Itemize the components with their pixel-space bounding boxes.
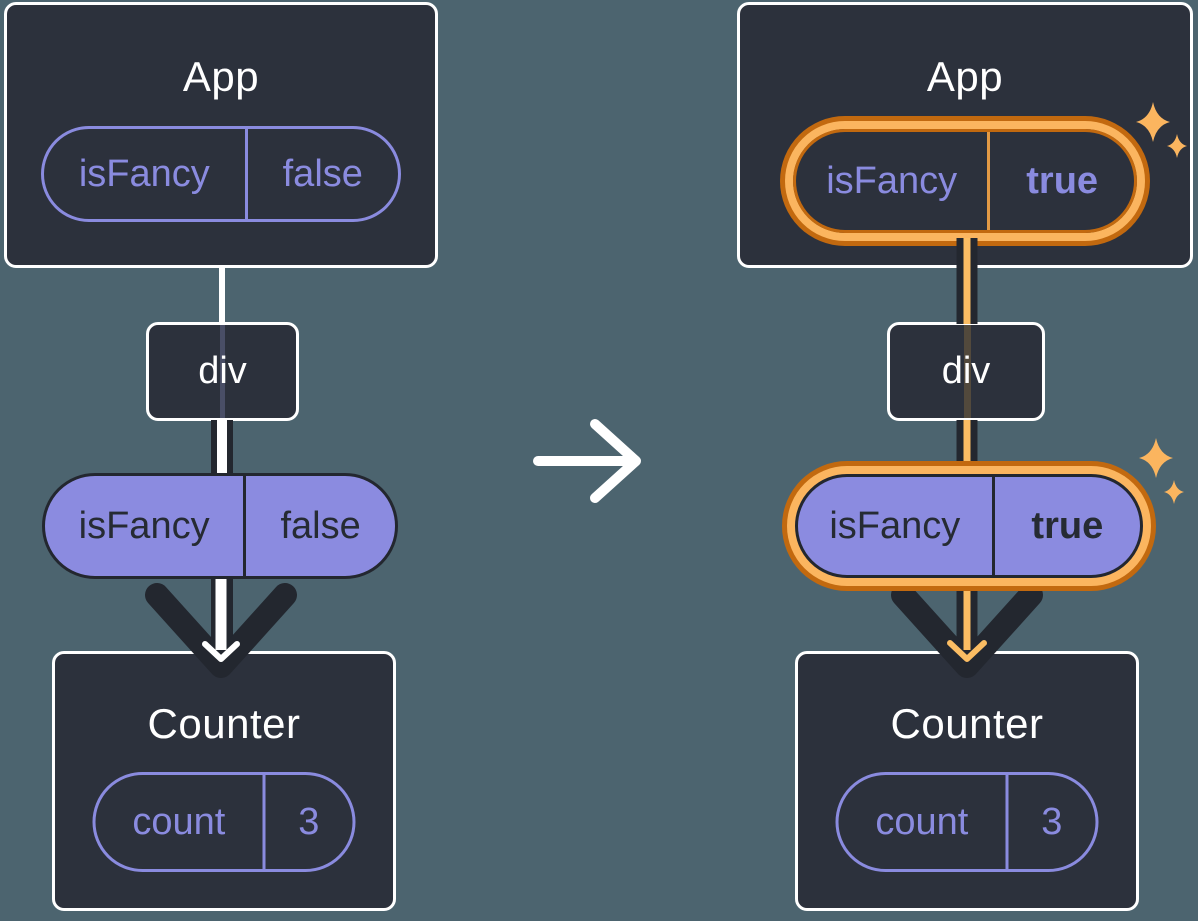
state-value: 3 bbox=[1041, 800, 1063, 843]
arrow-right-icon bbox=[533, 419, 641, 503]
prop-name: isFancy bbox=[45, 476, 247, 576]
component-title: Counter bbox=[890, 700, 1044, 747]
prop-value: true bbox=[1026, 159, 1099, 202]
prop-value: true bbox=[1031, 504, 1104, 547]
state-pill: count 3 bbox=[92, 772, 356, 872]
prop-line-through-div bbox=[220, 325, 225, 418]
prop-value: false bbox=[280, 504, 361, 547]
passed-prop-pill-highlighted: isFancy true bbox=[795, 474, 1143, 578]
passed-prop-pill: isFancy false bbox=[42, 473, 398, 579]
component-title: App bbox=[182, 53, 260, 100]
counter-component-box: Counter count 3 bbox=[795, 651, 1139, 911]
component-title: App bbox=[926, 53, 1004, 100]
prop-name: isFancy bbox=[796, 132, 991, 230]
app-component-box: App isFancy false bbox=[4, 2, 438, 268]
element-label: div bbox=[941, 350, 991, 392]
counter-component-box: Counter count 3 bbox=[52, 651, 396, 911]
state-value: 3 bbox=[298, 800, 320, 843]
state-name: count bbox=[839, 775, 1009, 869]
div-element-box: div bbox=[887, 322, 1045, 421]
div-element-box: div bbox=[146, 322, 299, 421]
after-connectors bbox=[891, 238, 1043, 678]
app-component-box: App isFancy true bbox=[737, 2, 1193, 268]
state-pill: count 3 bbox=[835, 772, 1099, 872]
prop-value: false bbox=[282, 152, 363, 195]
state-name: count bbox=[96, 775, 266, 869]
prop-name: isFancy bbox=[798, 477, 995, 575]
prop-pill-highlighted: isFancy true bbox=[793, 129, 1137, 233]
prop-pill: isFancy false bbox=[41, 126, 401, 222]
component-title: Counter bbox=[147, 700, 301, 747]
prop-line-through-div bbox=[964, 325, 971, 418]
element-label: div bbox=[198, 350, 247, 392]
prop-name: isFancy bbox=[44, 129, 248, 219]
sparkle-icon bbox=[1139, 438, 1184, 504]
